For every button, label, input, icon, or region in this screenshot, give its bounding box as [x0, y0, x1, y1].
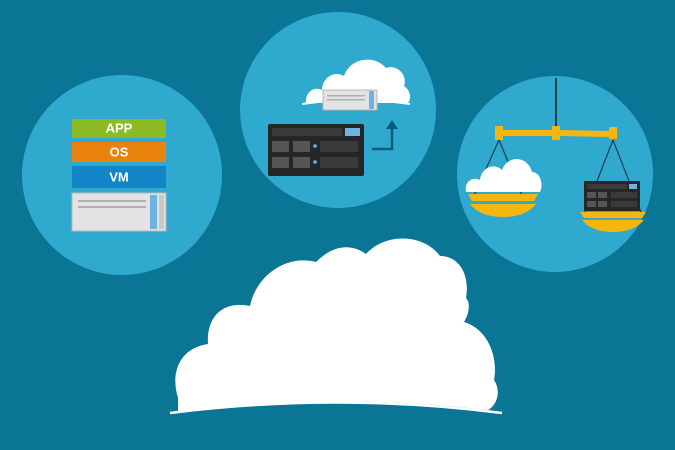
left-pan-bowl: [470, 204, 536, 217]
arrow-head: [386, 120, 398, 129]
arrow-up-icon: [372, 120, 398, 151]
os-layer: OS: [72, 142, 166, 162]
pan-server-bay: [598, 192, 607, 198]
os-label: OS: [110, 144, 129, 159]
right-pan-server-icon: [580, 181, 646, 232]
pan-server-bay: [598, 201, 607, 207]
big-cloud-shape: [175, 238, 498, 412]
status-led: [313, 144, 317, 148]
server-line: [78, 206, 146, 208]
left-pan-cloud-icon: [465, 158, 542, 217]
os-layer-bar: [72, 142, 166, 162]
rack-top-slot: [272, 128, 342, 136]
vm-layer: VM: [72, 166, 166, 188]
drive-bay: [272, 157, 289, 168]
rack-panel: [320, 141, 358, 152]
server-accent: [369, 91, 374, 109]
cloud-vs-server-balance-scale-icon: [457, 76, 653, 272]
pan-server-panel: [611, 192, 637, 198]
status-led: [313, 160, 317, 164]
server-line: [327, 99, 365, 101]
server-line: [327, 95, 365, 97]
pan-server-bay: [587, 201, 596, 207]
pan-server-light: [629, 184, 637, 189]
app-layer: APP: [72, 119, 166, 138]
arrow-path: [372, 126, 394, 151]
virtualization-stack-icon: APP OS VM: [22, 75, 222, 275]
pan-server-slot: [587, 184, 627, 189]
rack-panel: [320, 157, 358, 168]
right-pan-bowl: [582, 220, 644, 232]
drive-bay: [272, 141, 289, 152]
big-cloud-base: [169, 401, 503, 415]
beam-shape: [495, 126, 617, 140]
right-pan-top: [580, 212, 646, 218]
rack-top-light: [345, 128, 360, 136]
server-to-cloud-migration-icon: [240, 12, 436, 208]
physical-server-icon: [71, 192, 167, 232]
pan-server-bay: [587, 192, 596, 198]
pan-server-panel: [611, 201, 637, 207]
server-edge: [159, 195, 164, 229]
server-line: [78, 200, 146, 202]
pan-cloud-shape: [465, 158, 542, 192]
app-layer-bar: [72, 119, 166, 138]
vm-layer-bar: [72, 166, 166, 188]
drive-bay: [293, 157, 310, 168]
scale-beam: [495, 126, 617, 140]
rack-server-icon: [268, 124, 364, 176]
vm-label: VM: [109, 169, 129, 184]
cloud-icon: [169, 238, 503, 415]
server-accent: [150, 195, 157, 229]
app-label: APP: [106, 120, 133, 135]
drive-bay: [293, 141, 310, 152]
cloud-server-icon: [322, 89, 378, 111]
left-pan-top: [468, 194, 538, 201]
